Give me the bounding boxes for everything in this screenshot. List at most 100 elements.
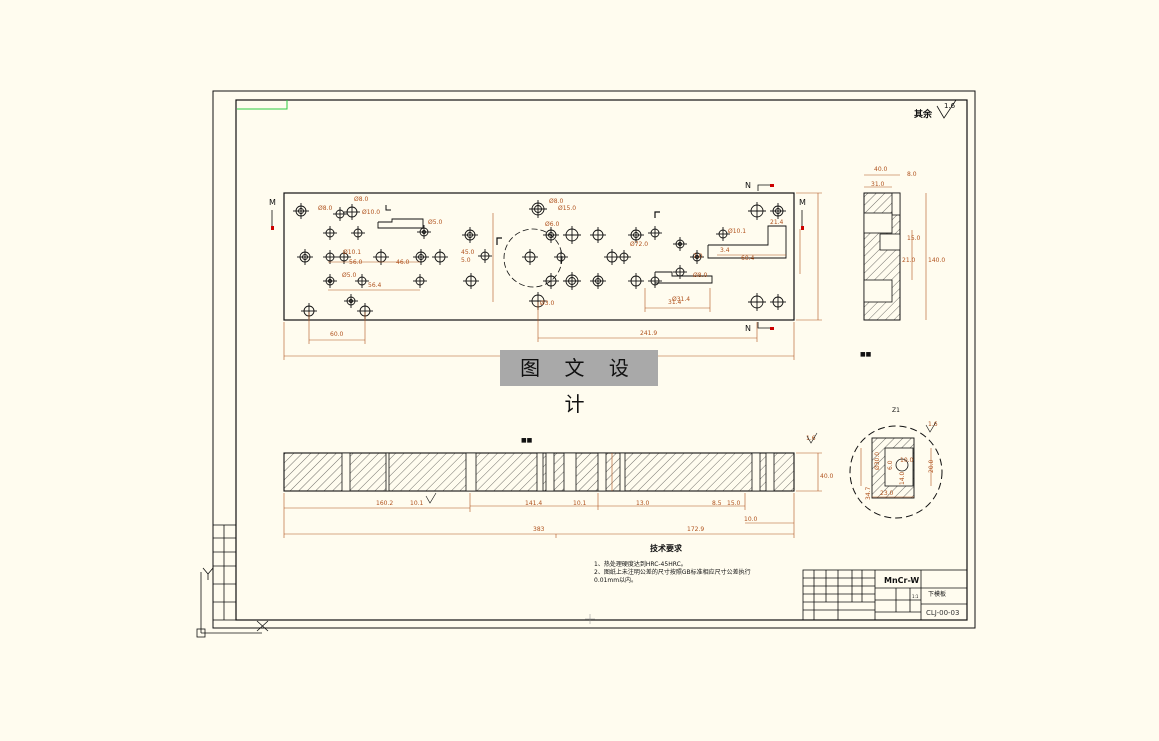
section-cut (465, 452, 477, 492)
dimension-label: 241.9 (640, 330, 657, 337)
svg-text:MnCr-W: MnCr-W (884, 576, 919, 585)
svg-text:1、热处理硬度达到HRC-45HRC。: 1、热处理硬度达到HRC-45HRC。 (594, 560, 687, 568)
technical-requirements: 技术要求 1、热处理硬度达到HRC-45HRC。 2、图纸上未注明公差的尺寸按照… (594, 543, 751, 584)
dimension-label: 45.0 (461, 249, 475, 256)
dimension-label: 1.6 (806, 435, 816, 442)
title-block (802, 569, 968, 621)
dimension-label: 60.4 (741, 255, 755, 262)
dimension-label: 141.4 (525, 500, 542, 507)
hole-inner (328, 279, 332, 283)
dimension-label: 10.0 (900, 457, 914, 464)
green-marker (237, 100, 288, 110)
dimension-label: 13.0 (636, 500, 650, 507)
dimension-label: 31.4 (668, 299, 682, 306)
hole-inner (595, 278, 601, 284)
section-view: ■■ ■■ (283, 351, 872, 492)
hole-inner (678, 242, 682, 246)
svg-text:1:1: 1:1 (912, 594, 919, 599)
dimension-label: 1.6 (928, 421, 938, 428)
svg-text:■■: ■■ (521, 437, 533, 444)
dimension-label: Ø10.0 (362, 209, 380, 216)
svg-text:0.01mm以内。: 0.01mm以内。 (594, 576, 637, 584)
ucs-icon (196, 567, 269, 638)
dimension-label: Ø8.0 (693, 272, 707, 279)
plan-view: M M N N (269, 181, 806, 333)
dimension-label: 7.0 (693, 253, 703, 260)
dimension-label: 20.0 (928, 459, 935, 473)
dimension-label: 160.2 (376, 500, 393, 507)
dimension-label: 14.0 (899, 471, 906, 485)
hole-inner (548, 232, 554, 238)
dimension-label: Ø5.0 (428, 219, 442, 226)
svg-text:M: M (269, 198, 276, 207)
hole-inner (422, 230, 426, 234)
section-cut (751, 452, 761, 492)
dimension-label: 40.0 (874, 166, 888, 173)
dimension-label: 60.0 (330, 331, 344, 338)
surface-roughness-symbol: 其余 1.6 (914, 99, 960, 120)
side-view (863, 174, 927, 321)
dimension-label: Ø6.0 (545, 221, 559, 228)
dimension-label: 10.1 (410, 500, 424, 507)
dimension-label: 140.0 (928, 257, 945, 264)
dimension-label: 172.9 (687, 526, 704, 533)
roughness-marks (425, 421, 937, 504)
dimension-label: Ø10.1 (728, 228, 746, 235)
binding-strip (212, 524, 237, 621)
section-cut (765, 452, 775, 492)
dimension-label: 46.0 (396, 259, 410, 266)
hole-inner (534, 205, 542, 213)
dimension-label: 21.0 (902, 257, 916, 264)
svg-text:CLJ-00-03: CLJ-00-03 (926, 609, 959, 617)
svg-text:N: N (745, 181, 751, 190)
svg-text:Z1: Z1 (892, 407, 900, 414)
section-cut (563, 452, 577, 492)
hole-inner (467, 232, 473, 238)
dimension-label: 3.4 (720, 247, 730, 254)
svg-text:2、图纸上未注明公差的尺寸按照GB标准相应尺寸公差执行: 2、图纸上未注明公差的尺寸按照GB标准相应尺寸公差执行 (594, 568, 751, 576)
dimension-label: 21.4 (770, 219, 784, 226)
hole-inner (298, 208, 304, 214)
dimension-label: Ø8.0 (318, 205, 332, 212)
dimension-label: Ø8.0 (549, 198, 563, 205)
inner-frame (235, 99, 968, 621)
dimension-label: 6.0 (887, 460, 894, 470)
svg-text:M: M (799, 198, 806, 207)
section-cut (385, 452, 390, 492)
hole-inner (568, 277, 576, 285)
dimension-label: Ø10.1 (343, 249, 361, 256)
hole-inner (418, 254, 424, 260)
dimension-label: Ø72.0 (630, 241, 648, 248)
dimension-label: 8.0 (907, 171, 917, 178)
section-cut (619, 452, 626, 492)
hole-inner (775, 208, 781, 214)
hole-inner (302, 254, 308, 260)
dimension-label: 10.1 (573, 500, 587, 507)
dimension-label: Ø31.4 (672, 296, 690, 303)
svg-text:1.6: 1.6 (944, 102, 956, 110)
dimension-label: Ø8.0 (354, 196, 368, 203)
dimension-label: 23.0 (880, 490, 894, 497)
dimension-label: Ø5.0 (342, 272, 356, 279)
dimension-label: Ø30.0 (874, 452, 881, 470)
svg-text:N: N (745, 324, 751, 333)
hole-inner (695, 255, 699, 259)
section-dimension-lines (283, 452, 822, 538)
svg-text:技术要求: 技术要求 (650, 543, 683, 553)
hole-inner (349, 299, 353, 303)
dimension-label: 15.0 (727, 500, 741, 507)
dimension-label: 383 (533, 526, 545, 533)
section-cut (341, 452, 351, 492)
dimension-label: Ø15.0 (558, 205, 576, 212)
svg-text:下模板: 下模板 (928, 590, 946, 598)
detail-view-z: Z1 (849, 407, 943, 519)
section-cut (597, 452, 607, 492)
watermark-banner: 图 文 设 计 (500, 350, 658, 416)
dimension-label: 10.0 (744, 516, 758, 523)
section-cut (536, 452, 544, 492)
outer-frame (212, 90, 976, 629)
dimension-label: 8.5 (712, 500, 722, 507)
hole-inner (633, 232, 639, 238)
section-cut (545, 452, 555, 492)
